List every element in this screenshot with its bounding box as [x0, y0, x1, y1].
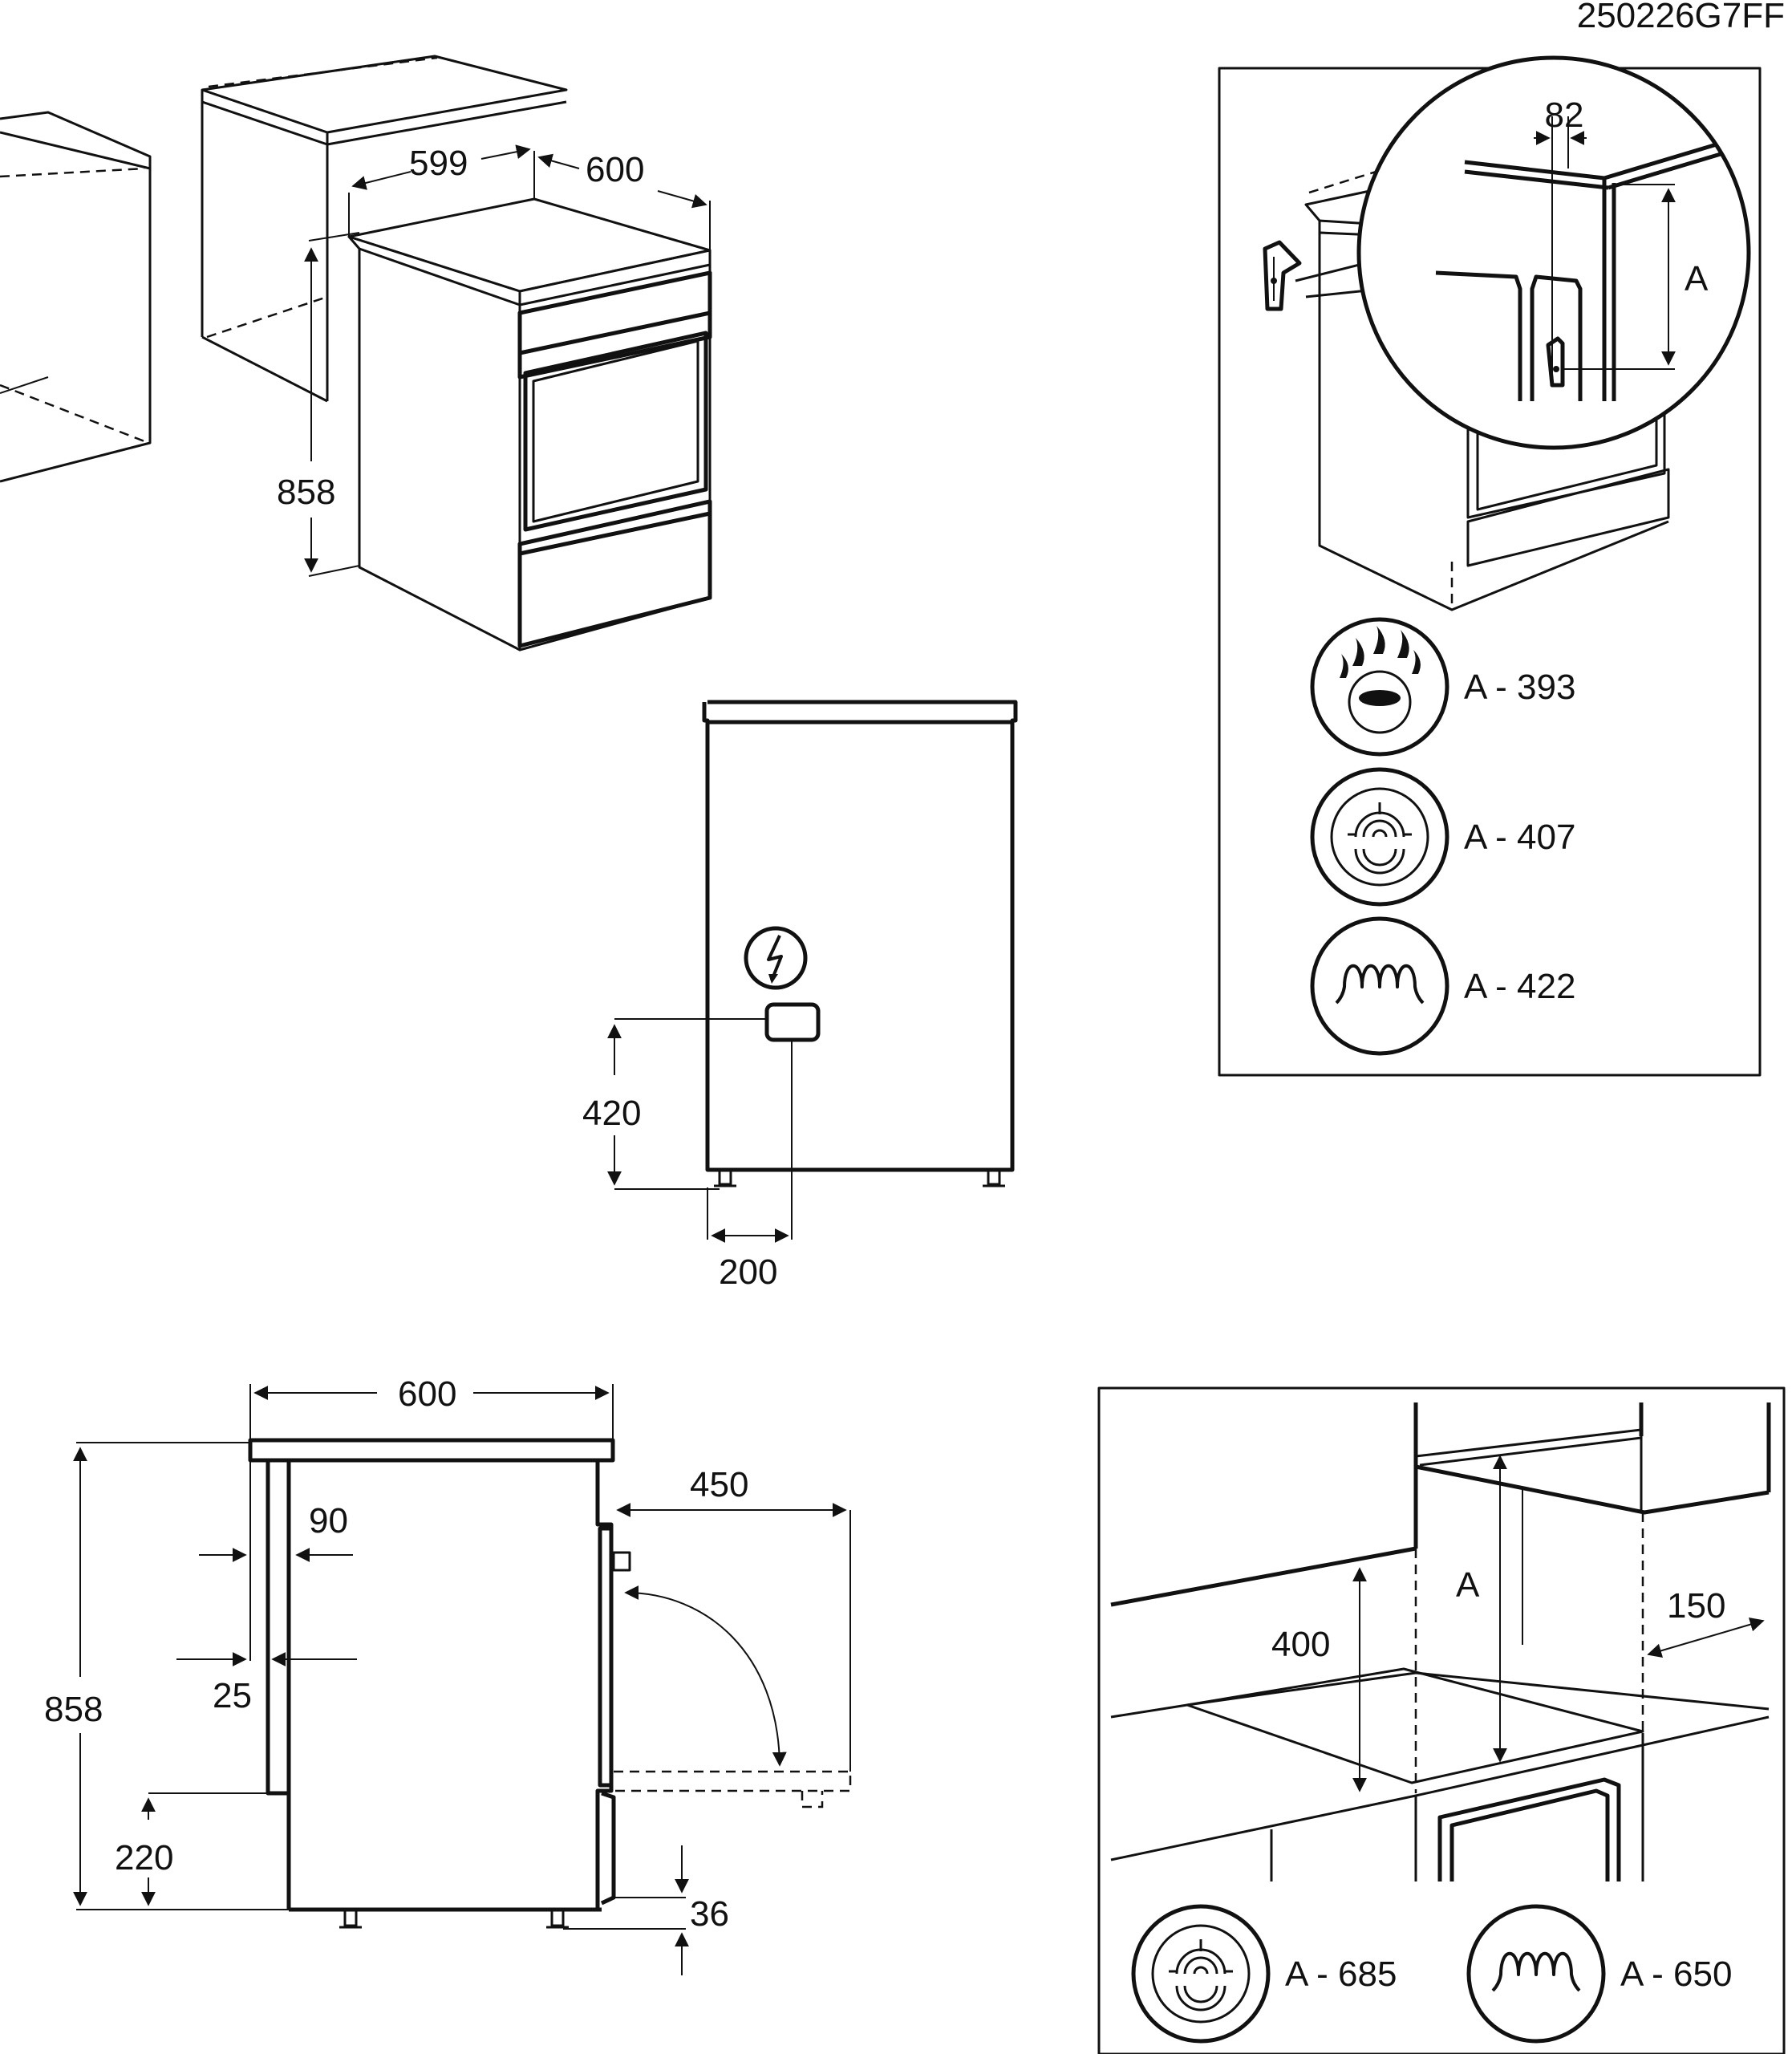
fan-label: A - 407 — [1464, 818, 1575, 857]
bracket-offset-label: 82 — [1545, 95, 1584, 135]
section-width-label: 600 — [398, 1374, 456, 1414]
connection-height-label: 420 — [582, 1094, 641, 1133]
install-dim-label: A — [1456, 1565, 1480, 1605]
feet-height-label: 36 — [690, 1894, 729, 1934]
heating-coil-icon — [1310, 916, 1449, 1056]
installation-clearance-panel: A 400 150 A - 685 A - 650 — [1097, 1386, 1786, 2054]
right-cabinet — [201, 55, 568, 403]
detail-content: 82 A — [1435, 95, 1721, 401]
fan-oven-icon-2 — [1131, 1904, 1271, 2044]
back-offset-label: 25 — [213, 1676, 252, 1715]
anti-tilt-bracket-panel: 82 A A - 393 — [1218, 55, 1762, 1077]
coil-clearance-label: A - 650 — [1620, 1955, 1732, 1994]
gas-label: A - 393 — [1464, 668, 1575, 707]
connection-box — [764, 1002, 821, 1042]
side-section-view: 600 450 90 25 858 220 36 — [44, 1374, 852, 1975]
heating-coil-icon-2 — [1466, 1904, 1606, 2044]
bracket-icon — [1263, 240, 1302, 311]
side-height-label: 400 — [1271, 1625, 1330, 1664]
side-view-connection: 420 200 — [582, 700, 1018, 1292]
gas-burner-icon — [1310, 617, 1449, 757]
top-dimension-lines: 599 600 858 — [277, 144, 711, 577]
section-height-label: 858 — [44, 1690, 103, 1729]
bracket-dim-label: A — [1685, 259, 1709, 298]
width-label: 599 — [409, 144, 468, 183]
cooker-body — [347, 197, 712, 652]
coil-label: A - 422 — [1464, 967, 1575, 1006]
drawer-height-label: 220 — [115, 1838, 173, 1877]
door-clearance-label: 450 — [690, 1465, 748, 1504]
clearance-panel-frame — [1097, 1386, 1786, 2054]
side-gap-label: 150 — [1667, 1586, 1725, 1626]
depth-label: 600 — [586, 150, 644, 189]
height-label: 858 — [277, 473, 335, 512]
document-code: 250226G7FF — [1577, 0, 1785, 35]
detail-magnifier — [1356, 55, 1751, 450]
left-cabinet — [0, 111, 152, 483]
fan-clearance-label: A - 685 — [1285, 1955, 1397, 1994]
connection-offset-label: 200 — [719, 1252, 777, 1292]
electrical-hazard-icon — [744, 926, 808, 990]
panel-offset-label: 90 — [309, 1501, 348, 1540]
fan-oven-icon — [1310, 767, 1449, 907]
isometric-cooker-view: 599 600 858 — [0, 55, 712, 652]
